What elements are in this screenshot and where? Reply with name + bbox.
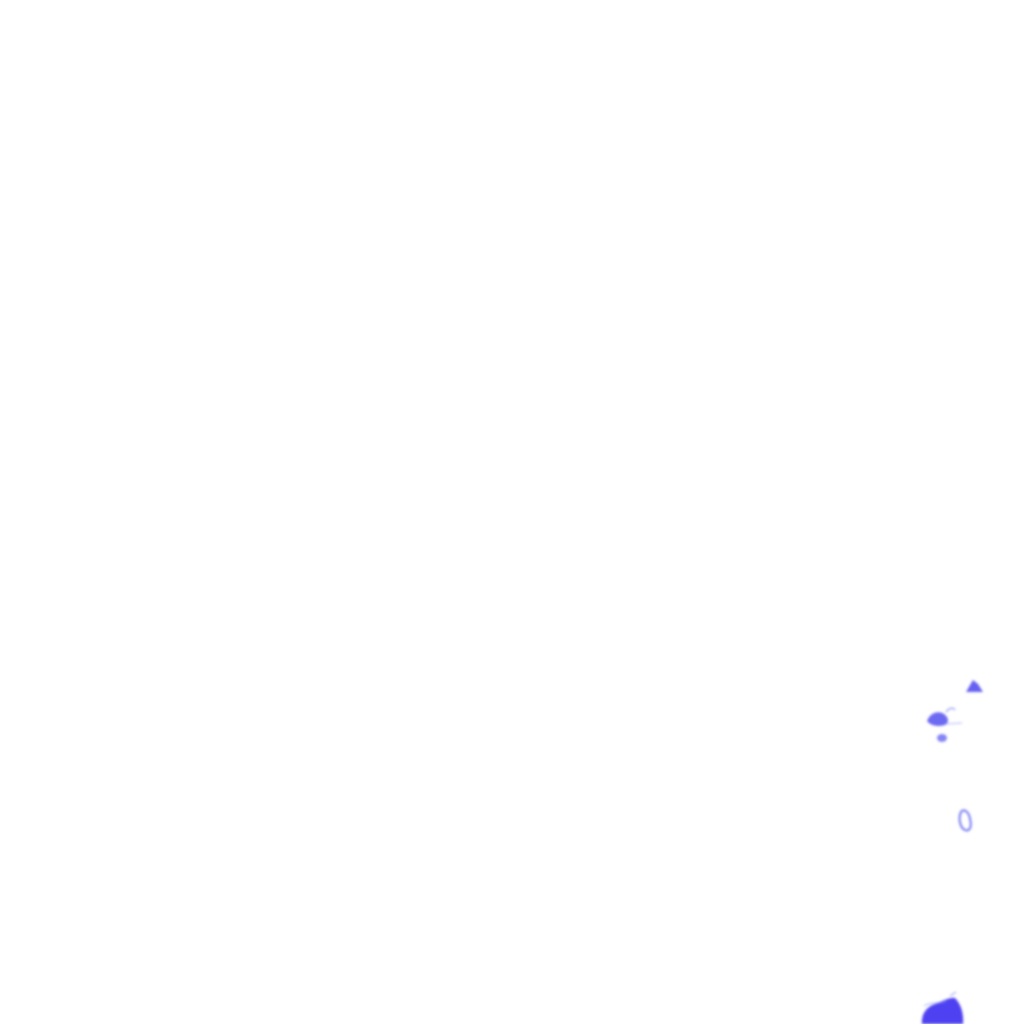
ink-speck-lower xyxy=(958,809,972,832)
ink-speck-bottom xyxy=(921,991,964,1024)
ink-speck-middle xyxy=(927,707,963,742)
ink-speck-top xyxy=(966,680,983,692)
